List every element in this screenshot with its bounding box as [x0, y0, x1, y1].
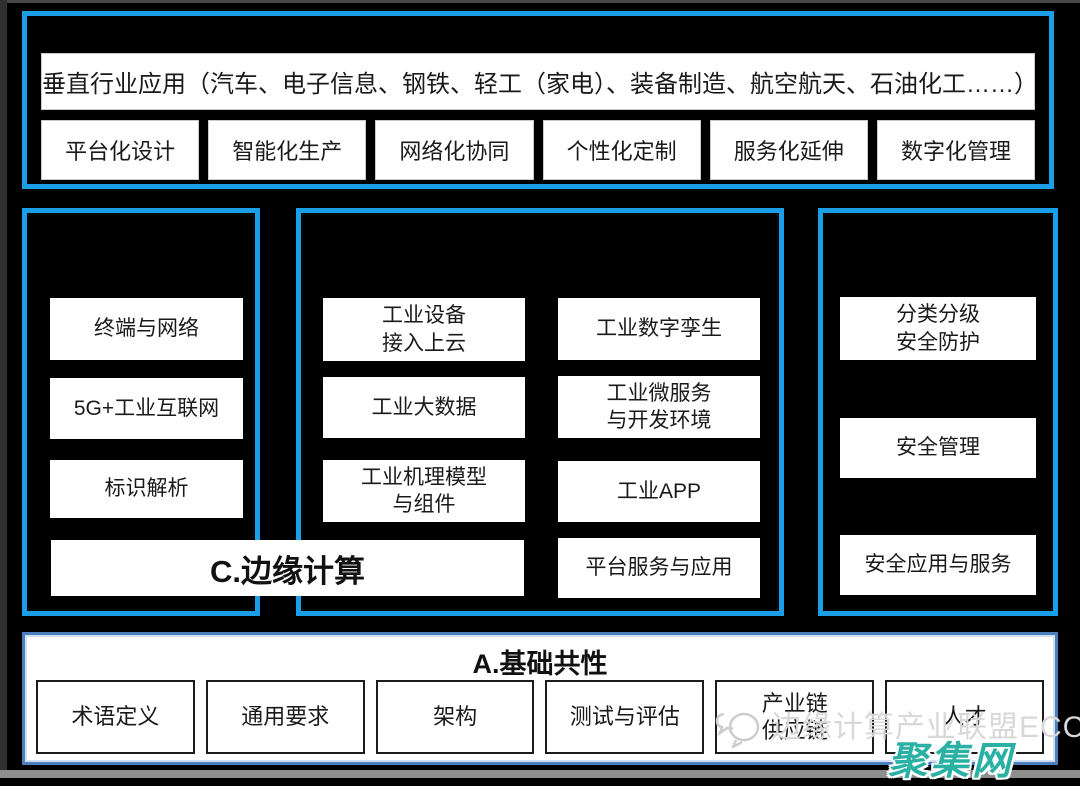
box-security-application-service: 安全应用与服务	[840, 535, 1036, 595]
box-classified-protection: 分类分级 安全防护	[840, 297, 1036, 360]
security-panel: 分类分级 安全防护 安全管理 安全应用与服务	[818, 208, 1058, 616]
box-terminology: 术语定义	[36, 680, 195, 754]
mode-box-platform-design: 平台化设计	[41, 120, 200, 180]
box-5g-industrial-internet: 5G+工业互联网	[50, 378, 243, 439]
ecc-logo-icon	[715, 712, 760, 748]
box-industrial-app: 工业APP	[558, 461, 760, 522]
box-platform-service: 平台服务与应用	[558, 538, 760, 598]
box-equipment-cloud: 工业设备 接入上云	[323, 298, 525, 361]
bottom-gray-strip	[0, 770, 1080, 778]
box-microservice-dev: 工业微服务 与开发环境	[558, 376, 760, 438]
mode-row: 平台化设计 智能化生产 网络化协同 个性化定制 服务化延伸 数字化管理	[41, 120, 1036, 180]
mode-box-network-collaboration: 网络化协同	[375, 120, 534, 180]
box-test-evaluation: 测试与评估	[545, 680, 705, 754]
box-digital-twin: 工业数字孪生	[558, 298, 760, 360]
top-edge-strip	[0, 0, 1080, 3]
edge-computing-banner: C.边缘计算	[51, 540, 524, 596]
mode-box-service-extension: 服务化延伸	[709, 120, 868, 180]
box-terminal-network: 终端与网络	[50, 298, 243, 360]
box-architecture: 架构	[375, 680, 535, 754]
box-general-requirements: 通用要求	[205, 680, 365, 754]
foundation-panel: A.基础共性 术语定义 通用要求 架构 测试与评估 产业链 供应链 人才	[22, 632, 1058, 765]
mode-box-digital-management: 数字化管理	[876, 120, 1036, 180]
left-edge-strip	[0, 0, 7, 778]
box-mechanism-model: 工业机理模型 与组件	[323, 460, 525, 522]
foundation-title: A.基础共性	[472, 649, 608, 679]
ecc-watermark-text: 边缘计算产业联盟ECC	[771, 711, 1080, 744]
vertical-industry-panel: 垂直行业应用（汽车、电子信息、钢铁、轻工（家电）、装备制造、航空航天、石油化工……	[22, 11, 1054, 189]
box-identifier-resolution: 标识解析	[50, 460, 243, 518]
ecc-watermark: 边缘计算产业联盟ECC	[714, 700, 1080, 748]
box-security-management: 安全管理	[840, 418, 1036, 478]
box-talent: 人才	[885, 680, 1044, 754]
mode-box-intelligent-production: 智能化生产	[208, 120, 367, 180]
platform-panel: 工业设备 接入上云 工业大数据 工业机理模型 与组件 工业数字孪生 工业微服务 …	[296, 208, 784, 616]
foundation-row: 术语定义 通用要求 架构 测试与评估 产业链 供应链 人才	[36, 680, 1044, 754]
site-watermark-text: 聚集网	[888, 740, 1015, 783]
vertical-industry-header: 垂直行业应用（汽车、电子信息、钢铁、轻工（家电）、装备制造、航空航天、石油化工……	[41, 53, 1038, 110]
box-industrial-big-data: 工业大数据	[323, 377, 525, 438]
mode-box-personalized-customization: 个性化定制	[542, 120, 701, 180]
